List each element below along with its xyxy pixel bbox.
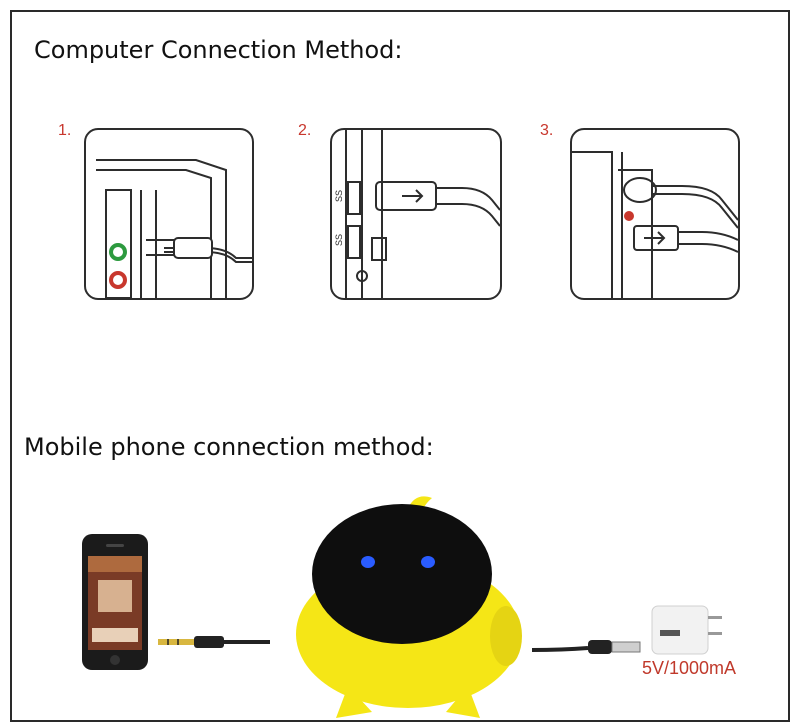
- audio-jack-port-icon: [96, 159, 252, 298]
- robot-speaker-icon: [296, 496, 522, 718]
- audio-cable-icon: [158, 636, 270, 648]
- step-2-panel: SS SS: [330, 128, 502, 300]
- step-1-panel: [84, 128, 254, 300]
- charger-label: 5V/1000mA: [642, 658, 737, 678]
- usb-label-1: SS: [334, 190, 344, 202]
- smartphone-icon: [82, 534, 148, 670]
- mobile-connection-heading: Mobile phone connection method:: [24, 433, 434, 461]
- step-3-panel: [570, 128, 740, 300]
- step-1-number: 1.: [58, 122, 72, 139]
- computer-connection-heading: Computer Connection Method:: [34, 36, 403, 64]
- usb-port-icon: SS SS: [334, 130, 500, 298]
- step-3-number: 3.: [540, 122, 554, 139]
- content-frame: Computer Connection Method: 1. 2.: [10, 10, 790, 722]
- audio-and-usb-port-icon: [572, 151, 738, 298]
- usb-power-adapter-icon: [651, 605, 722, 655]
- usb-label-2: SS: [334, 234, 344, 246]
- step-2-number: 2.: [298, 122, 312, 139]
- usb-cable-icon: [532, 640, 641, 654]
